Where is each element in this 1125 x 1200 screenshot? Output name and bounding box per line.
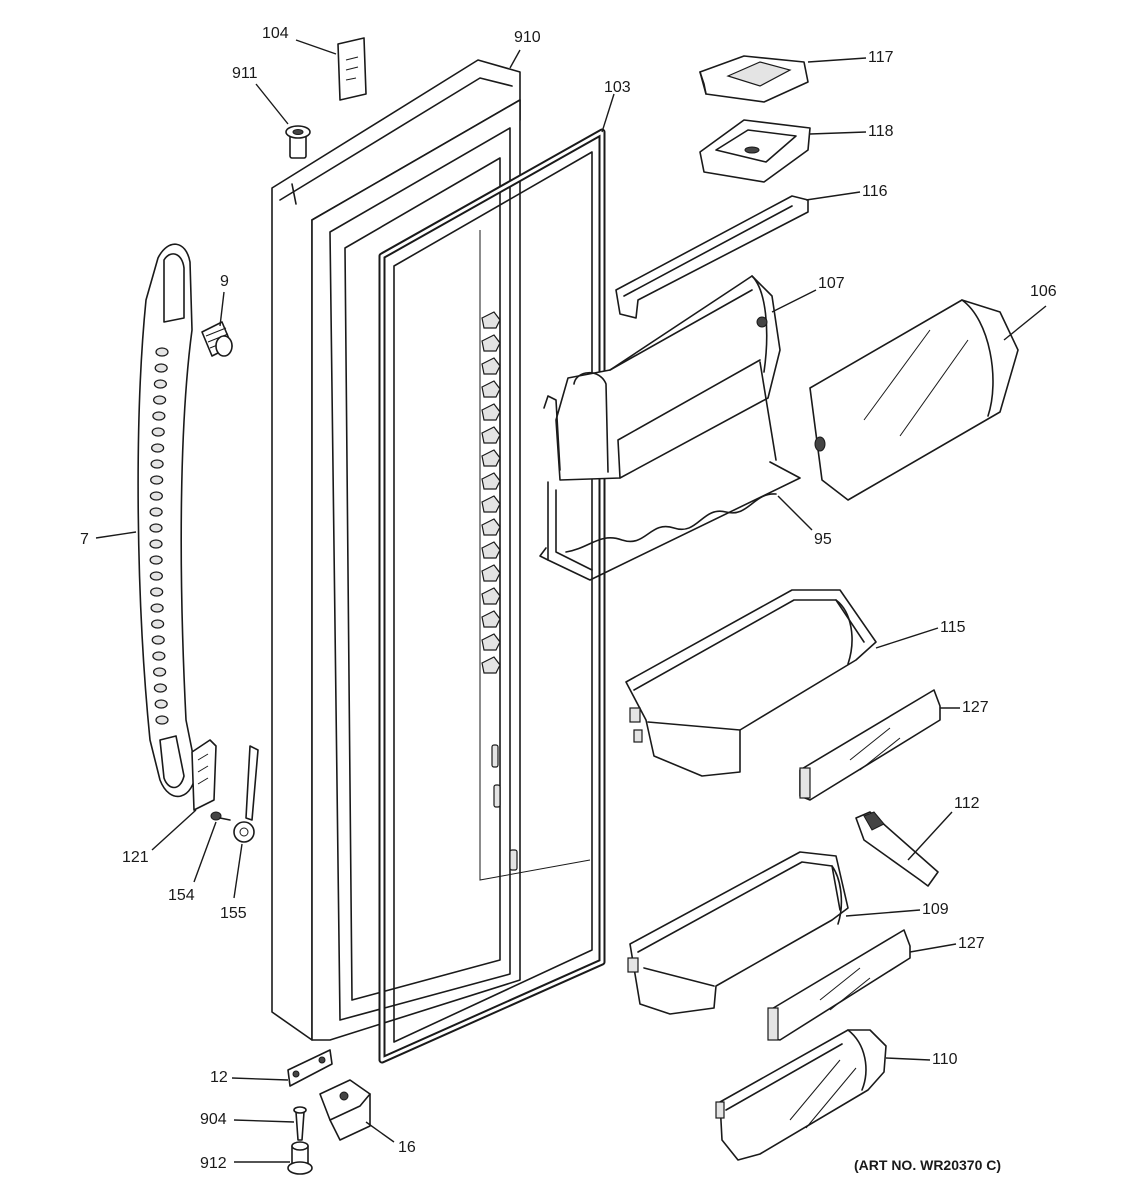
label-plate-104 (337, 37, 367, 101)
bin-107 (555, 275, 781, 481)
label-118: 118 (868, 123, 894, 140)
liner-clip (481, 380, 501, 398)
handle-grip-dot (149, 539, 163, 549)
label-106: 106 (1030, 283, 1057, 300)
liner-clip (481, 472, 501, 490)
handle-grip-dot (151, 443, 165, 453)
handle-grip-dot (149, 555, 163, 565)
label-12: 12 (210, 1069, 228, 1086)
label-7: 7 (80, 531, 89, 548)
cover-106 (809, 299, 1019, 501)
liner-clip (481, 403, 501, 421)
part-labels: 104 910 911 103 117 118 116 107 106 9 7 … (80, 25, 1057, 1172)
handle-grip-dot (150, 475, 164, 485)
label-110: 110 (932, 1051, 958, 1068)
door-handle (137, 243, 197, 798)
shield-112 (855, 811, 939, 887)
door-gasket (378, 128, 606, 1064)
handle-grip-dot (154, 363, 168, 373)
label-112: 112 (954, 795, 980, 812)
label-117: 117 (868, 49, 894, 66)
leader-lines (95, 39, 1047, 1163)
bin-115 (625, 589, 877, 777)
label-16: 16 (398, 1139, 416, 1156)
bushing-911 (285, 125, 311, 159)
handle-grip-dot (153, 667, 167, 677)
art-number: (ART NO. WR20370 C) (854, 1157, 1001, 1173)
liner-clip (481, 334, 501, 352)
handle-grip-dot (152, 411, 166, 421)
screw-904 (293, 1106, 307, 1141)
handle-grip-dot (153, 683, 167, 693)
bin-110 (715, 1029, 887, 1161)
handle-grip-dot (153, 379, 167, 389)
retainer-127-upper (799, 689, 941, 801)
label-154: 154 (168, 887, 195, 904)
bin-109 (627, 851, 849, 1015)
liner-clips (481, 311, 501, 674)
handle-grip-dot (155, 715, 169, 725)
label-911: 911 (232, 65, 258, 82)
label-115: 115 (940, 619, 966, 636)
tool-155 (233, 745, 259, 843)
rail-116 (615, 195, 809, 319)
label-121: 121 (122, 849, 149, 866)
label-104: 104 (262, 25, 289, 42)
liner-clip (481, 564, 501, 582)
screw-154 (210, 811, 231, 821)
label-116: 116 (862, 183, 888, 200)
handle-grip-dot (152, 651, 166, 661)
liner-clip (481, 495, 501, 513)
cover-117 (699, 55, 809, 103)
handle-grip-dot (151, 635, 165, 645)
screw-9 (201, 321, 233, 357)
liner-clip (481, 633, 501, 651)
door-liner (311, 99, 521, 1041)
label-904: 904 (200, 1111, 227, 1128)
label-127-upper: 127 (962, 699, 989, 716)
liner-clip (481, 426, 501, 444)
handle-grip-dot (150, 603, 164, 613)
label-910: 910 (514, 29, 541, 46)
hinge-bracket-121 (191, 739, 217, 811)
label-912: 912 (200, 1155, 227, 1172)
label-127-lower: 127 (958, 935, 985, 952)
liner-clip (481, 311, 501, 329)
handle-grip-dot (155, 347, 169, 357)
liner-clip (481, 656, 501, 674)
handle-grip-dot (154, 699, 168, 709)
plate-12 (287, 1049, 333, 1087)
handle-grip-dot (149, 523, 163, 533)
bushing-912 (287, 1141, 313, 1175)
liner-clip (481, 357, 501, 375)
handle-grip-dot (151, 427, 165, 437)
label-109: 109 (922, 901, 949, 918)
label-9: 9 (220, 273, 229, 290)
handle-grip-dot (153, 395, 167, 405)
handle-grip-dot (149, 507, 163, 517)
liner-clip (481, 449, 501, 467)
liner-well (479, 230, 591, 881)
handle-grip-dot (150, 459, 164, 469)
liner-clip (481, 587, 501, 605)
handle-grip-dot (151, 619, 165, 629)
liner-clip (481, 610, 501, 628)
hinge-16 (319, 1079, 371, 1141)
liner-slots (491, 744, 518, 871)
tray-118 (699, 119, 811, 183)
label-103: 103 (604, 79, 631, 96)
liner-clip (481, 541, 501, 559)
retainer-127-lower (767, 929, 911, 1041)
handle-grip-dot (149, 571, 163, 581)
label-155: 155 (220, 905, 247, 922)
handle-grip-dot (149, 491, 163, 501)
liner-clip (481, 518, 501, 536)
label-95: 95 (814, 531, 832, 548)
label-107: 107 (818, 275, 845, 292)
handle-grip-dot (150, 587, 164, 597)
wire-rack-95 (539, 361, 801, 581)
